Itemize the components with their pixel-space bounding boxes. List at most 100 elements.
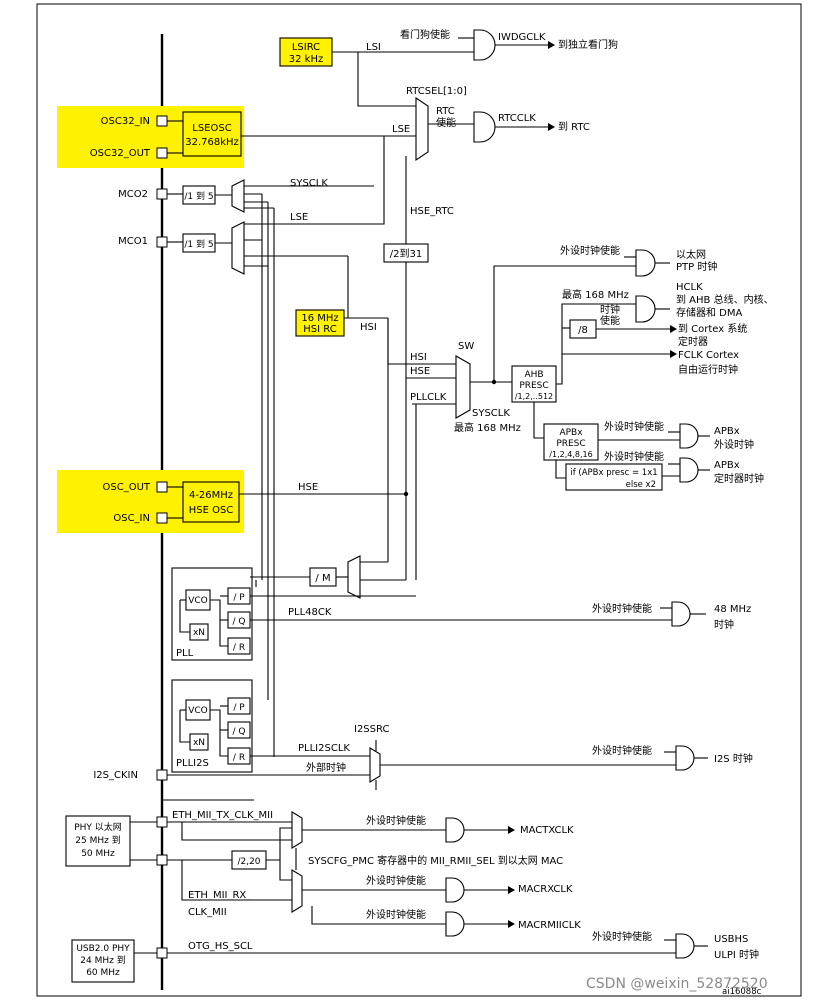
lseosc-label: LSEOSC: [192, 123, 231, 134]
lsi-label: LSI: [366, 42, 381, 53]
plli2s-div-p-label: / P: [233, 703, 245, 713]
pll-label: PLL: [176, 648, 194, 659]
apb-and-gate: [679, 423, 699, 449]
usbhs-label-2: ULPI 时钟: [714, 948, 759, 961]
hsi-rc-label: HSI RC: [303, 324, 336, 335]
usbhs-label-1: USBHS: [714, 934, 748, 945]
mco1-label: MCO1: [118, 236, 148, 247]
clk-en-label-2: 使能: [600, 314, 620, 327]
ext-clk-label: 外部时钟: [306, 761, 346, 774]
ahb-presc-label: PRESC: [519, 381, 548, 391]
lsirc-label: LSIRC: [292, 42, 320, 53]
diagram-frame: [36, 3, 802, 997]
pll-vco-label: VCO: [188, 596, 208, 606]
hclk-and-gate: [635, 295, 656, 323]
mco1-pin: [156, 236, 168, 248]
mactx-enable-label: 外设时钟使能: [366, 814, 426, 827]
sysclk-label: SYSCLK: [290, 178, 328, 189]
hse-osc-freq: 4-26MHz: [189, 490, 233, 501]
csdn-watermark: CSDN @weixin_52872520: [586, 976, 768, 992]
mactx-and-gate: [445, 817, 465, 843]
sysclk-mux: [455, 355, 471, 419]
apbt-clk-2: 定时器时钟: [714, 472, 764, 485]
hclk-dest-1: 到 AHB 总线、内核、: [676, 293, 774, 306]
div-m-label: / M: [315, 573, 330, 584]
hclk-dest-2: 存储器和 DMA: [676, 306, 743, 319]
i2s-ckin-pin: [156, 769, 168, 781]
rtc-en-label-1: RTC: [436, 106, 455, 117]
lse2-label: LSE: [290, 212, 308, 223]
figure-ref: ai16088c: [722, 987, 762, 997]
mco2-pin: [156, 188, 168, 200]
macrmii-enable-label: 外设时钟使能: [366, 908, 426, 921]
eth-tx-pin: [156, 816, 168, 828]
rtc-en-label-2: 使能: [436, 116, 456, 129]
pll48-clk-2: 时钟: [714, 618, 734, 631]
apb-enable-label: 外设时钟使能: [604, 420, 664, 433]
pll-div-q-label: / Q: [233, 617, 246, 627]
macrmiiclk-label: MACRMIICLK: [518, 920, 581, 931]
rtcclk-label: RTCCLK: [498, 113, 536, 124]
lse-label: LSE: [392, 124, 410, 135]
ptp-enable-label: 外设时钟使能: [560, 244, 620, 257]
to-iwdg-label: 到独立看门狗: [558, 38, 618, 51]
hse-rtc-div-label: /2到31: [390, 248, 422, 260]
tim-if-label: if (APBx presc = 1x1: [570, 468, 657, 478]
to-rtc-label: 到 RTC: [558, 121, 590, 133]
macrmii-and-gate: [445, 911, 465, 937]
hse-rtc-label: HSE_RTC: [410, 206, 454, 217]
macrxclk-label: MACRXCLK: [518, 884, 573, 895]
hsi-label: HSI: [360, 322, 377, 333]
rtcsel-label: RTCSEL[1:0]: [406, 86, 467, 97]
osc32-in-pin: [156, 115, 168, 127]
apbx-clk-2: 外设时钟: [714, 438, 754, 451]
apb-div-label: /1,2,4,8,16: [549, 450, 592, 459]
syscfg-label: SYSCFG_PMC 寄存器中的 MII_RMII_SEL 到以太网 MAC: [308, 854, 563, 867]
usb-phy-label-1: USB2.0 PHY: [76, 944, 130, 954]
pll-div-r-label: / R: [233, 643, 245, 653]
eth-rx-pin: [156, 854, 168, 866]
i2ssrc-label: I2SSRC: [354, 724, 389, 735]
eth-tx-label: ETH_MII_TX_CLK_MII: [172, 810, 273, 821]
wdg-enable-label: 看门狗使能: [400, 28, 450, 41]
apb-label: APBx: [559, 428, 583, 438]
clk-en-label-1: 时钟: [600, 303, 620, 316]
plli2s-div-r-label: / R: [233, 753, 245, 763]
plli2s-xn-label: xN: [193, 738, 205, 748]
osc32-in-label: OSC32_IN: [101, 116, 150, 127]
osc-out-pin: [156, 481, 168, 493]
usb-and-gate: [675, 933, 695, 959]
tim-enable-label: 外设时钟使能: [604, 450, 664, 463]
max168-label: 最高 168 MHz: [454, 421, 521, 434]
plli2s-vco-label: VCO: [188, 706, 208, 716]
osc-in-pin: [156, 512, 168, 524]
pll48-enable-label: 外设时钟使能: [592, 602, 652, 615]
ahb-div-label: /1,2,..512: [515, 392, 553, 401]
apbt-clk-1: APBx: [714, 460, 740, 471]
rtc-mux: [415, 96, 429, 162]
osc32-out-pin: [156, 147, 168, 159]
mactxclk-label: MACTXCLK: [520, 825, 574, 836]
div220-label: /2,20: [237, 857, 260, 867]
osc-in-label: OSC_IN: [113, 513, 150, 524]
pllclk-label: PLLCLK: [410, 392, 447, 403]
iwdg-and-gate: [473, 29, 496, 61]
plli2s-box: [171, 679, 253, 773]
otg-label: OTG_HS_SCL: [188, 941, 253, 952]
pll-xn-label: xN: [193, 628, 205, 638]
pll48ck-label: PLL48CK: [288, 607, 332, 618]
eth-rx-label-1: ETH_MII_RX_: [188, 890, 252, 901]
tim-multiplier-box: [565, 463, 663, 491]
sysclk2-label: SYSCLK: [472, 408, 510, 419]
usb-pin: [156, 947, 168, 959]
lsirc-box: [279, 37, 333, 67]
mco2-div-label: /1 到 5: [184, 190, 213, 202]
hse-osc-box: [182, 481, 240, 523]
eth-phy-label-3: 50 MHz: [81, 849, 115, 859]
pll48-clk-1: 48 MHz: [714, 604, 751, 615]
ptp-and-gate: [635, 249, 656, 277]
fclk-label-1: FCLK Cortex: [678, 350, 739, 361]
usb-enable-label: 外设时钟使能: [592, 930, 652, 943]
i2s-clk-label: I2S 时钟: [714, 752, 753, 765]
mco1-div-label: /1 到 5: [184, 238, 213, 250]
